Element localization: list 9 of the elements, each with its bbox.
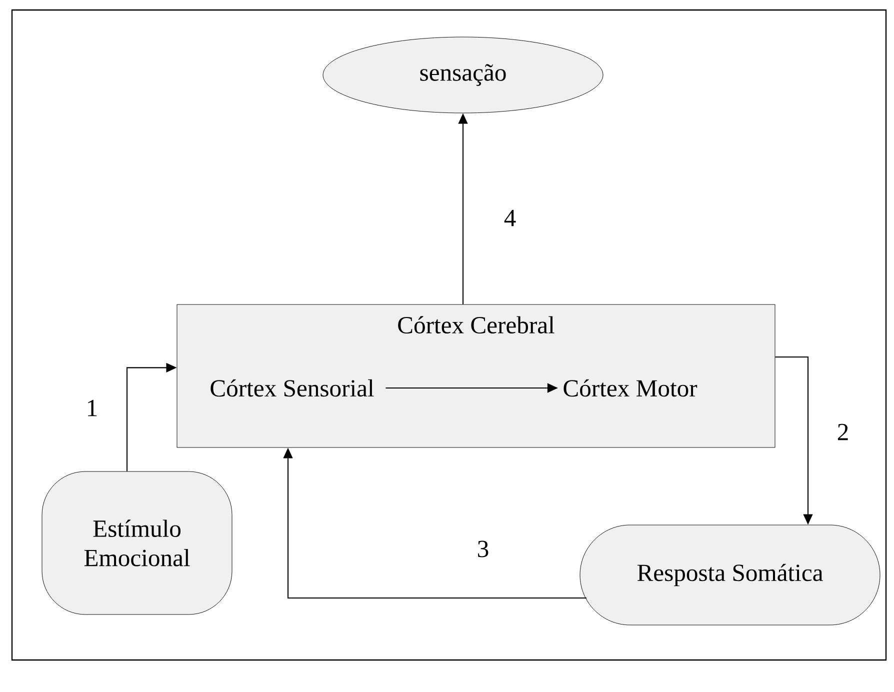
rounded-box: Estímulo Emocional [42, 471, 232, 615]
box-text: Córtex Motor [564, 379, 698, 397]
edge-label: 3 [474, 538, 492, 560]
edge-label: 1 [84, 398, 100, 418]
rounded-box: Resposta Somática [580, 524, 880, 626]
edge-label: 2 [834, 422, 852, 442]
ellipse-node: sensação [322, 36, 604, 114]
box-text: Córtex Sensorial [210, 379, 374, 397]
edge-label: 4 [502, 208, 518, 228]
